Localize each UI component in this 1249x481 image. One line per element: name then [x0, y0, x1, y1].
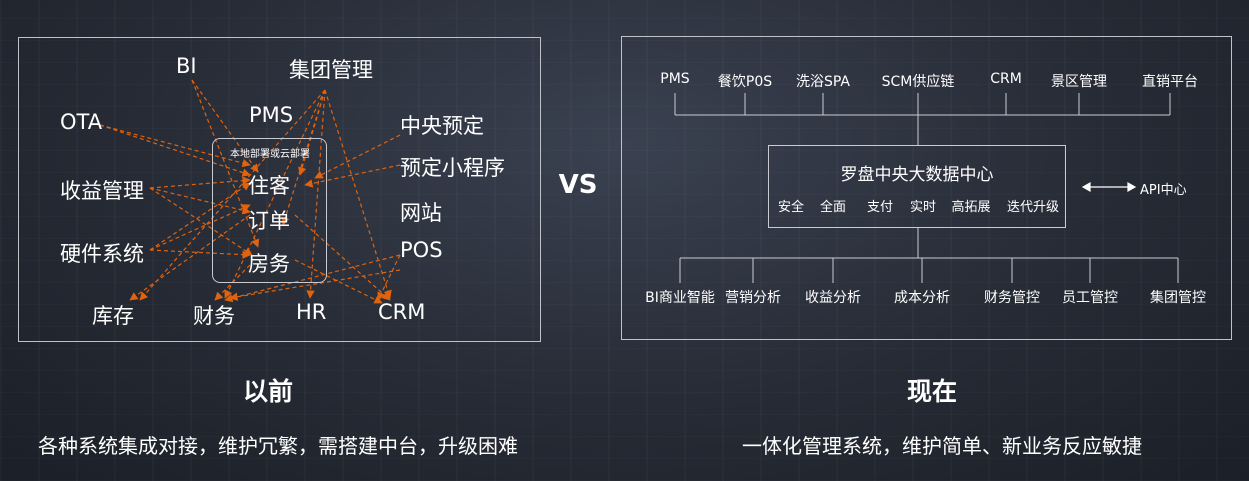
tag-security: 安全 — [777, 200, 805, 215]
bottom-item-marketing: 营销分析 — [725, 290, 781, 306]
node-finance: 财务 — [193, 304, 235, 328]
bottom-item-group: 集团管控 — [1150, 290, 1206, 306]
data-center-title: 罗盘中央大数据中心 — [840, 165, 994, 185]
arrow-pos-crm — [377, 254, 401, 301]
arrow-housekeeping-crm — [294, 259, 383, 304]
node-bi: BI — [176, 54, 197, 78]
before-caption: 各种系统集成对接，维护冗繁，需搭建中台，升级困难 — [38, 434, 518, 458]
arrow-group-finance — [224, 89, 326, 299]
node-miniapp: 预定小程序 — [400, 156, 505, 180]
top-item-scenic: 景区管理 — [1051, 74, 1107, 90]
data-center-box — [768, 145, 1066, 228]
tag-extensible: 高拓展 — [951, 200, 991, 215]
node-pms: PMS — [249, 103, 294, 127]
arrow-revenue-order — [149, 187, 251, 215]
vs-label: VS — [558, 170, 598, 200]
now-panel — [621, 36, 1232, 340]
tag-comprehensive: 全面 — [819, 200, 847, 215]
tag-iterative: 迭代升级 — [1006, 200, 1060, 215]
arrow-revenue-housekeeping — [149, 187, 253, 256]
bottom-item-staff: 员工管控 — [1062, 290, 1118, 306]
api-double-arrow — [1081, 181, 1137, 193]
tag-payment: 支付 — [866, 200, 894, 215]
bottom-item-cost: 成本分析 — [894, 290, 950, 306]
node-group: 集团管理 — [289, 58, 373, 82]
arrow-hardware-order — [149, 204, 251, 251]
arrow-group-inventory — [139, 89, 326, 301]
arrow-miniapp-guest — [304, 164, 401, 188]
arrow-group-order — [281, 89, 326, 226]
before-heading: 以前 — [242, 377, 294, 406]
bottom-item-revenue: 收益分析 — [805, 290, 861, 306]
arrow-bi-guest — [191, 79, 259, 173]
node-inventory: 库存 — [92, 304, 134, 328]
top-item-pms: PMS — [660, 71, 690, 87]
arrow-pos-finance-2 — [229, 269, 401, 301]
deploy-box — [212, 138, 327, 283]
core-guest: 住客 — [248, 174, 290, 198]
now-heading: 现在 — [906, 377, 958, 406]
node-pos: POS — [400, 238, 443, 262]
node-ota: OTA — [60, 110, 103, 134]
deploy-label: 本地部署或云部署 — [230, 149, 310, 160]
core-housekeeping: 房务 — [248, 252, 290, 276]
arrow-ota-guest-2 — [99, 124, 251, 168]
api-center-label: API中心 — [1140, 183, 1187, 198]
dependency-arrows — [99, 79, 401, 304]
node-revenue: 收益管理 — [60, 179, 144, 203]
arrow-hardware-housekeeping — [149, 249, 251, 259]
top-item-spa: 洗浴SPA — [795, 74, 851, 90]
node-crm: CRM — [378, 300, 426, 324]
now-caption: 一体化管理系统，维护简单、新业务反应敏捷 — [742, 434, 1142, 458]
arrow-ota-guest — [99, 124, 251, 177]
tag-realtime: 实时 — [909, 200, 937, 215]
node-website: 网站 — [400, 201, 442, 225]
arrow-revenue-guest — [149, 176, 251, 189]
arrow-central-guest — [314, 134, 401, 179]
arrow-bi-housekeeping — [191, 79, 260, 248]
before-panel — [18, 37, 541, 342]
arrow-order-inventory — [129, 214, 251, 301]
node-hardware: 硬件系统 — [60, 242, 144, 266]
core-order: 订单 — [248, 209, 290, 233]
node-central-booking: 中央预定 — [400, 114, 484, 138]
top-item-crm: CRM — [990, 71, 1022, 87]
node-hr: HR — [296, 300, 327, 324]
top-item-direct-sales: 直销平台 — [1142, 74, 1198, 90]
arrow-group-crm — [324, 89, 392, 299]
top-item-catering-pos: 餐饮P0S — [717, 74, 773, 90]
arrow-pos-finance — [224, 254, 401, 303]
bottom-item-bi: BI商业智能 — [645, 290, 715, 306]
top-item-scm: SCM供应链 — [881, 74, 955, 90]
arrow-order-crm — [294, 214, 391, 301]
bottom-item-finance: 财务管控 — [984, 290, 1040, 306]
arrow-hardware-guest — [149, 182, 251, 251]
